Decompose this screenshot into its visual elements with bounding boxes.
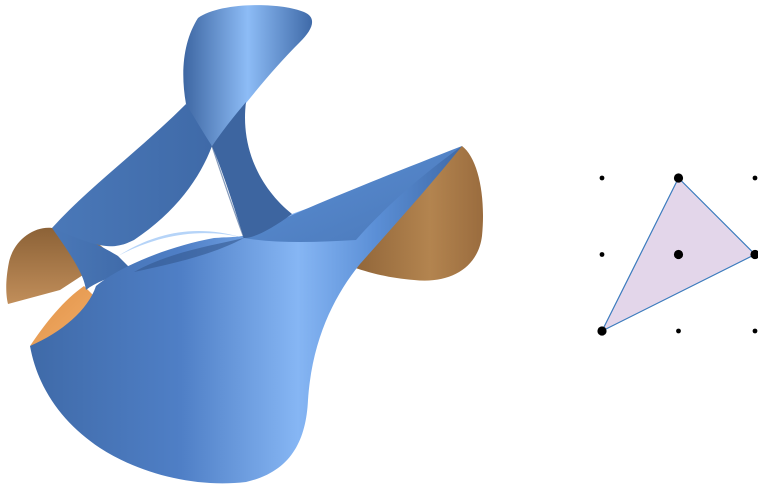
lattice-point [599, 252, 605, 257]
surface-top-funnel [183, 5, 313, 146]
lattice-point [752, 328, 758, 334]
lattice-points [597, 173, 758, 336]
lattice-point [599, 175, 605, 181]
surface-right-sheet [244, 146, 462, 242]
surface-crease-highlight [118, 231, 244, 256]
surface-render [6, 5, 484, 484]
lattice-point-vertex [673, 249, 684, 260]
surface-back-right [350, 146, 484, 281]
lattice-point-vertex [750, 249, 758, 260]
surface-crease-dark [134, 238, 244, 272]
newton-polygon-diagram [597, 173, 758, 336]
surface-upper-sheet [52, 104, 212, 247]
lattice-point [676, 328, 681, 334]
lattice-point-vertex [597, 326, 607, 336]
lattice-point [752, 175, 758, 181]
surface-pinch-shadow [212, 102, 292, 238]
lattice-point-vertex [673, 173, 684, 183]
surface-ridge-line [211, 145, 245, 239]
surface-back-inner [30, 286, 96, 346]
